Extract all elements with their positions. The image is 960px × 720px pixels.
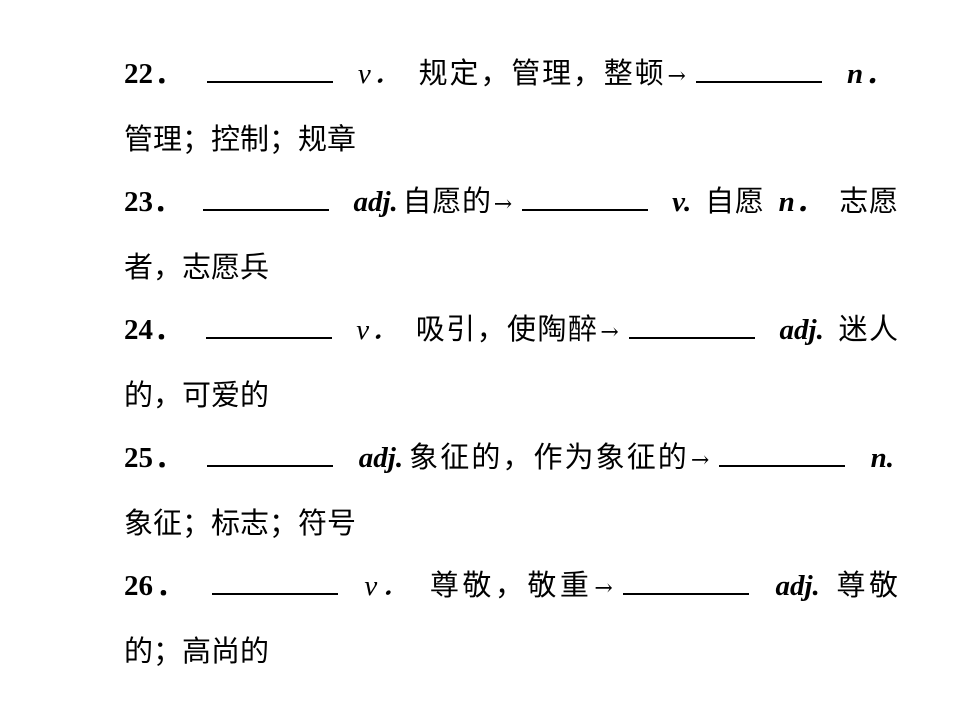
part-of-speech: adj. [779, 314, 824, 346]
part-of-speech: v． [364, 570, 414, 602]
meaning: 尊敬的；高尚的 [124, 568, 898, 668]
part-of-speech: n． [847, 58, 895, 90]
arrow-icon: → [690, 448, 710, 473]
meaning: 尊敬，敬重 [429, 568, 593, 602]
arrow-icon: → [667, 64, 686, 89]
meaning: 象征；标志；符号 [124, 506, 357, 540]
arrow-icon: → [600, 320, 619, 345]
answer-blank-2[interactable] [628, 311, 755, 339]
vocab-item-26: 26． v． 尊敬，敬重→ adj. 尊敬的；高尚的 [62, 554, 898, 682]
meaning: 吸引，使陶醉 [415, 312, 599, 346]
arrow-icon: → [493, 192, 513, 217]
part-of-speech: v. [672, 186, 692, 218]
part-of-speech: adj. [358, 442, 404, 474]
vocab-item-24: 24． v． 吸引，使陶醉→ adj. 迷人的，可爱的 [62, 298, 898, 426]
vocab-item-23: 23． adj.自愿的→ v. 自愿 n． 志愿者，志愿兵 [62, 170, 898, 298]
answer-blank-2[interactable] [522, 183, 649, 211]
meaning: 迷人的，可爱的 [124, 312, 898, 412]
item-number: 25． [124, 442, 187, 474]
answer-blank-1[interactable] [203, 183, 330, 211]
part-of-speech: v． [357, 58, 404, 90]
meaning: 自愿 [705, 184, 765, 218]
meaning: 象征的，作为象征的 [407, 440, 689, 474]
vocab-item-22: 22． v． 规定，管理，整顿→ n． 管理；控制；规章 [62, 42, 898, 170]
item-number: 23． [124, 186, 184, 218]
vocabulary-exercise: 22． v． 规定，管理，整顿→ n． 管理；控制；规章 23． adj.自愿的… [62, 42, 898, 682]
part-of-speech: n． [778, 186, 826, 218]
item-number: 26． [124, 570, 189, 602]
arrow-icon: → [594, 576, 613, 601]
part-of-speech: v． [356, 314, 402, 346]
meaning: 管理；控制；规章 [124, 122, 357, 156]
meaning: 规定，管理，整顿 [418, 56, 666, 90]
answer-blank-1[interactable] [211, 567, 338, 595]
vocab-item-25: 25． adj.象征的，作为象征的→ n. 象征；标志；符号 [62, 426, 898, 554]
answer-blank-2[interactable] [695, 55, 822, 83]
answer-blank-2[interactable] [622, 567, 749, 595]
answer-blank-1[interactable] [205, 311, 332, 339]
answer-blank-2[interactable] [719, 439, 846, 467]
item-number: 22． [124, 58, 186, 90]
answer-blank-1[interactable] [206, 55, 333, 83]
part-of-speech: adj. [353, 186, 398, 218]
part-of-speech: n. [870, 442, 894, 474]
meaning: 志愿者，志愿兵 [124, 184, 898, 284]
meaning: 自愿的 [401, 184, 492, 218]
part-of-speech: adj. [775, 570, 820, 602]
item-number: 24． [124, 314, 185, 346]
answer-blank-1[interactable] [207, 439, 334, 467]
